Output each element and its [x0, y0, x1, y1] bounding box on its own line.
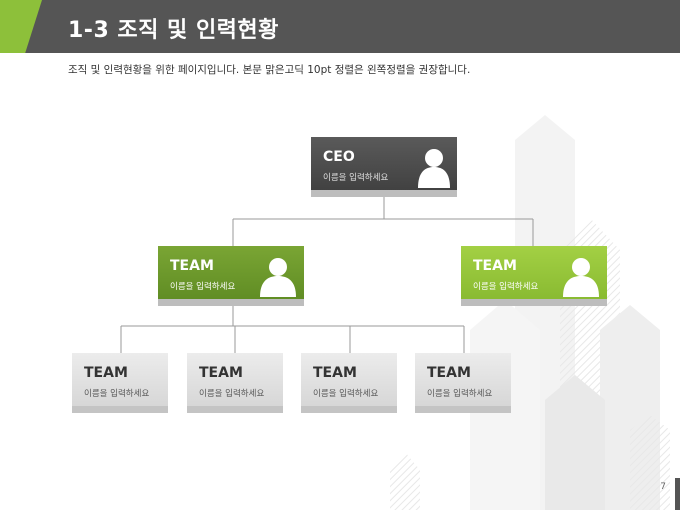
person-icon	[563, 258, 599, 297]
ceo-bar	[311, 190, 457, 197]
subteam-node-4: TEAM 이름을 입력하세요	[415, 353, 511, 413]
subteam-name: 이름을 입력하세요	[427, 389, 493, 399]
person-icon	[260, 258, 296, 297]
header-bar	[0, 0, 680, 53]
page-title: 1-3 조직 및 인력현황	[68, 18, 279, 43]
ceo-label: CEO	[323, 149, 355, 165]
page-subtitle: 조직 및 인력현황을 위한 페이지입니다. 본문 맑은고딕 10pt 정렬은 왼…	[68, 64, 471, 76]
subteam-label: TEAM	[313, 365, 357, 381]
subteam-label: TEAM	[199, 365, 243, 381]
subteam-node-1: TEAM 이름을 입력하세요	[72, 353, 168, 413]
subteam-name: 이름을 입력하세요	[313, 389, 379, 399]
team-label: TEAM	[170, 258, 214, 274]
team-bar	[461, 299, 607, 306]
page-number: 7	[660, 482, 666, 492]
ceo-node: CEO 이름을 입력하세요	[311, 137, 457, 197]
subteam-node-2: TEAM 이름을 입력하세요	[187, 353, 283, 413]
team-node-2: TEAM 이름을 입력하세요	[461, 246, 607, 306]
subteam-name: 이름을 입력하세요	[84, 389, 150, 399]
subteam-bar	[187, 406, 283, 413]
team-bar	[158, 299, 304, 306]
subteam-node-3: TEAM 이름을 입력하세요	[301, 353, 397, 413]
subteam-bar	[72, 406, 168, 413]
subteam-label: TEAM	[84, 365, 128, 381]
subteam-bar	[415, 406, 511, 413]
subteam-bar	[301, 406, 397, 413]
person-icon	[418, 149, 450, 188]
subteam-label: TEAM	[427, 365, 471, 381]
team-name: 이름을 입력하세요	[170, 282, 236, 292]
corner-bar	[675, 478, 680, 510]
team-node-1: TEAM 이름을 입력하세요	[158, 246, 304, 306]
team-name: 이름을 입력하세요	[473, 282, 539, 292]
ceo-name: 이름을 입력하세요	[323, 173, 389, 183]
subteam-name: 이름을 입력하세요	[199, 389, 265, 399]
team-label: TEAM	[473, 258, 517, 274]
